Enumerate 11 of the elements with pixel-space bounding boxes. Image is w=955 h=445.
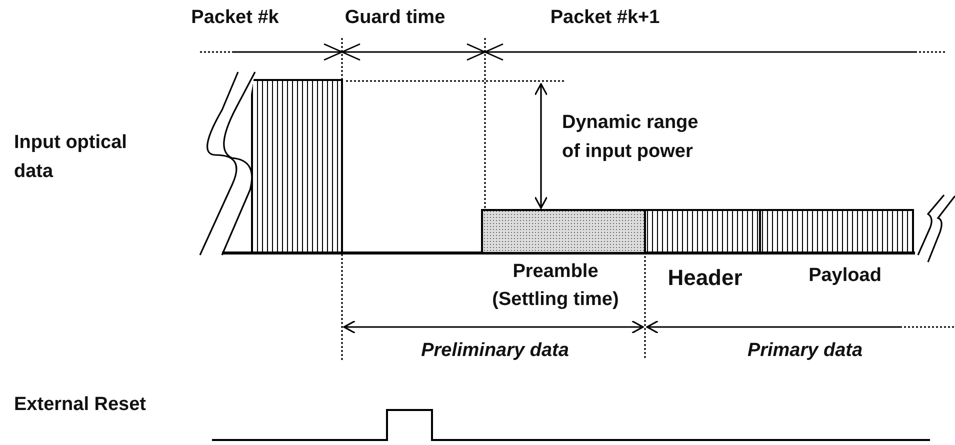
signal-label: External Reset [14, 393, 148, 417]
payload-label: Payload [808, 264, 882, 288]
guard-time-label: Guard time [344, 6, 446, 30]
span-label: Preliminary data [420, 339, 570, 363]
packet-label: Packet #k+1 [549, 6, 661, 30]
preamble-label: Preamble (Settling time) [491, 260, 620, 312]
header-label: Header [666, 266, 744, 290]
span-label: Primary data [746, 339, 864, 363]
signal-label: Input optical data [14, 131, 128, 184]
dynamic-range-label: Dynamic range of input power [562, 111, 700, 164]
packet-label: Packet #k [190, 6, 280, 30]
